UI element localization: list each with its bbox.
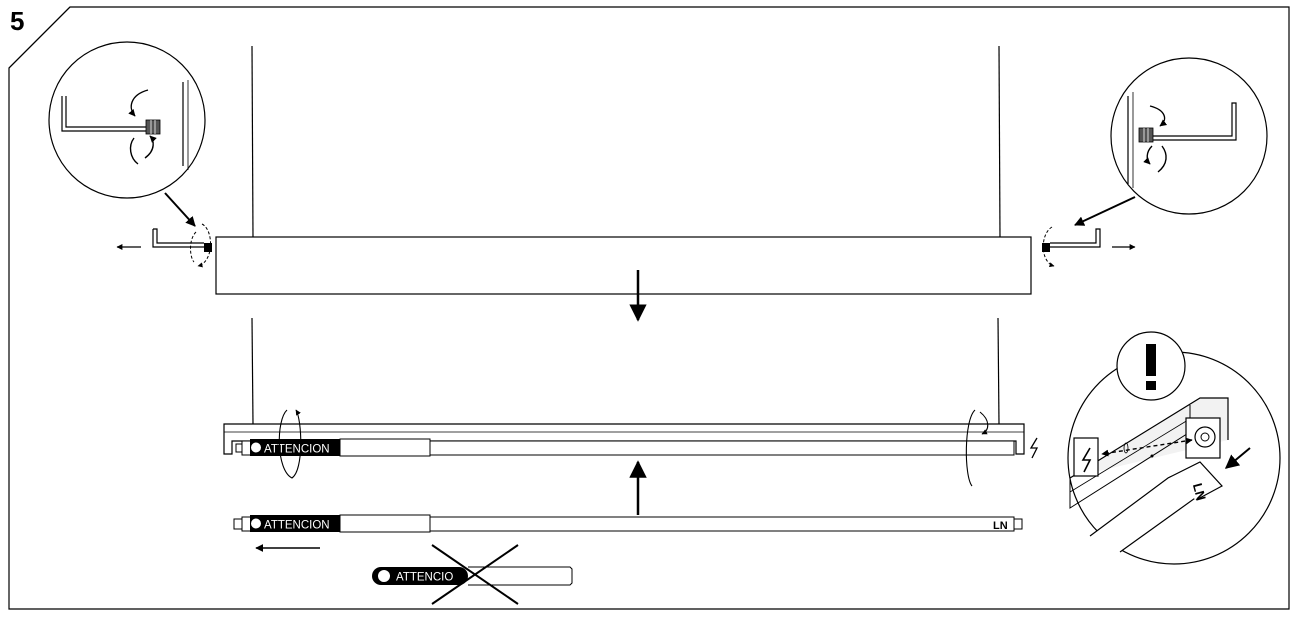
ln-marking-tube: LN — [993, 520, 1008, 532]
rotate-arrow-left — [197, 223, 211, 268]
tube-label-wrong: ATTENCIO — [396, 572, 453, 584]
exclamation-icon — [1116, 331, 1186, 401]
luminaire-body — [215, 236, 1032, 295]
end-cap-right — [1042, 243, 1050, 252]
lightning-icon — [1029, 437, 1039, 459]
tube-installed — [235, 438, 1015, 457]
detail-circle-right — [1110, 57, 1268, 215]
rotate-arrow-left-b — [190, 231, 197, 263]
tube-label-installed: ATTENCION — [264, 444, 330, 456]
rotate-arrow-right — [1042, 226, 1055, 268]
detail-pointer-right — [1074, 196, 1136, 226]
pointer-arrow — [1224, 447, 1251, 469]
distance-arrow — [1101, 437, 1193, 457]
suspension-cable-left — [251, 45, 254, 238]
hex-key-icon — [1050, 228, 1101, 248]
tube-label-removed: ATTENCION — [264, 520, 330, 532]
rotate-arrow-tube-right — [965, 409, 989, 487]
suspension-cable-lower-right — [997, 317, 1000, 425]
tube-removed — [233, 514, 1023, 533]
detail-pointer-left — [164, 192, 196, 227]
ln-marking-detail: LN — [1190, 481, 1209, 502]
step-number: 5 — [10, 6, 25, 36]
folded-corner-icon — [8, 6, 71, 69]
tube-wrong-orientation — [372, 566, 573, 586]
detail-circle-left — [48, 41, 206, 199]
open-luminaire — [223, 423, 1025, 455]
rotate-arrow-tube-left — [278, 409, 302, 479]
cross-icon — [431, 544, 519, 605]
hex-key-icon — [152, 228, 204, 248]
suspension-cable-right — [998, 45, 1001, 238]
suspension-cable-lower-left — [251, 317, 254, 425]
lightning-icon — [1081, 447, 1092, 473]
end-cap-left — [204, 243, 212, 252]
